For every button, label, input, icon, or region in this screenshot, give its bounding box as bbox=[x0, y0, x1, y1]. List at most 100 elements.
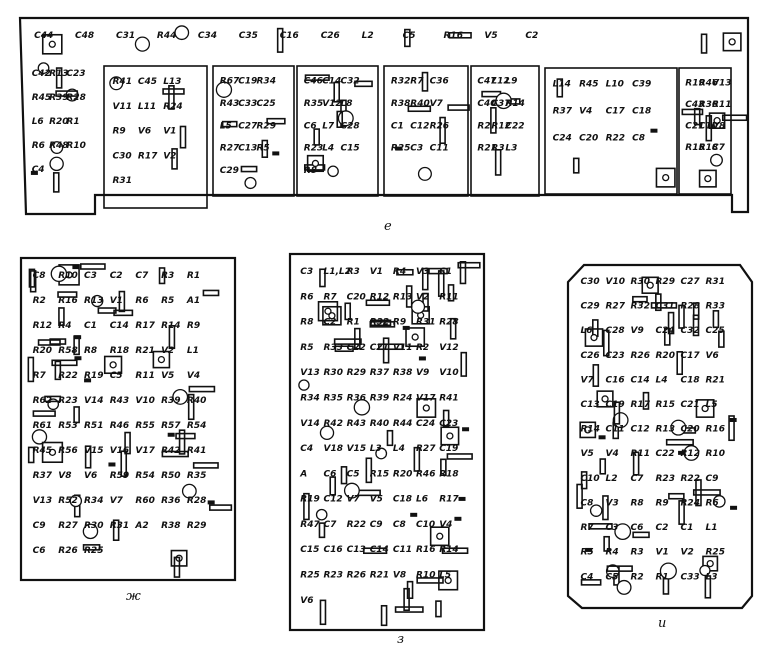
designator-label: C27 bbox=[681, 277, 701, 287]
component-coil bbox=[440, 426, 460, 446]
component-coil-pad bbox=[646, 281, 654, 289]
designator-label: C46 bbox=[304, 77, 323, 87]
component-coil-pad bbox=[584, 426, 592, 434]
designator-label: R23 bbox=[58, 396, 77, 406]
designator-label: C15 bbox=[341, 144, 360, 154]
designator-label: R12 bbox=[681, 449, 700, 459]
designator-label: R32 bbox=[370, 318, 389, 328]
designator-label: V3 bbox=[606, 499, 619, 509]
component-vertical bbox=[421, 267, 429, 291]
component-vertical bbox=[28, 268, 36, 288]
designator-label: R29 bbox=[347, 368, 366, 378]
component-vertical bbox=[712, 310, 720, 329]
designator-label: R21 bbox=[135, 346, 154, 356]
designator-label: V1 bbox=[110, 296, 123, 306]
designator-label: L2 bbox=[606, 474, 618, 484]
designator-label: R25 bbox=[84, 546, 103, 556]
designator-label: R9 bbox=[656, 499, 669, 509]
designator-label: R27 bbox=[416, 444, 436, 454]
designator-label: C11 bbox=[393, 545, 412, 555]
designator-label: C24 bbox=[553, 133, 572, 143]
designator-label: C36 bbox=[430, 77, 449, 87]
designator-label: V4 bbox=[606, 449, 619, 459]
designator-label: R14 bbox=[161, 321, 180, 331]
component-chip bbox=[410, 512, 418, 517]
component-vertical bbox=[382, 337, 390, 364]
component-coil bbox=[429, 526, 450, 547]
designator-label: C40 bbox=[477, 99, 496, 109]
designator-label: V8 bbox=[393, 571, 406, 581]
designator-label: R15 bbox=[370, 469, 389, 479]
component-chip bbox=[730, 505, 738, 510]
component-vertical bbox=[632, 451, 640, 476]
component-horizontal bbox=[580, 579, 602, 586]
designator-label: C34 bbox=[198, 31, 217, 41]
designator-label: R26 bbox=[347, 571, 366, 581]
designator-label: L4 bbox=[322, 144, 334, 154]
component-vertical bbox=[440, 458, 447, 477]
designator-label: R30 bbox=[631, 277, 650, 287]
designator-label: C31 bbox=[656, 302, 675, 312]
designator-label: V11 bbox=[393, 343, 413, 353]
designator-label: V7 bbox=[430, 99, 444, 109]
component-coil-pad bbox=[446, 432, 454, 440]
designator-label: V17 bbox=[416, 394, 436, 404]
designator-label: V10 bbox=[439, 368, 459, 378]
designator-label: R22 bbox=[681, 474, 700, 484]
designator-label: C20 bbox=[347, 292, 366, 302]
component-round bbox=[712, 495, 726, 508]
component-vertical bbox=[168, 325, 176, 350]
designator-label: R23 bbox=[304, 144, 323, 154]
component-vertical bbox=[55, 67, 63, 89]
designator-label: R17 bbox=[439, 495, 459, 505]
designator-label: R38 bbox=[393, 368, 412, 378]
designator-label: R19 bbox=[84, 371, 103, 381]
designator-label: C12 bbox=[410, 121, 429, 131]
component-vertical bbox=[84, 445, 92, 469]
designator-label: R10 bbox=[66, 141, 85, 151]
designator-label: C14 bbox=[110, 321, 129, 331]
designator-label: C3 bbox=[606, 523, 619, 533]
designator-label: C47 bbox=[477, 77, 497, 87]
board-zh-outline bbox=[19, 256, 237, 582]
component-horizontal bbox=[606, 565, 633, 572]
designator-label: R43 bbox=[347, 419, 366, 429]
designator-label: R39 bbox=[161, 396, 180, 406]
component-horizontal bbox=[333, 338, 362, 345]
designator-label: C10 bbox=[416, 520, 435, 530]
component-vertical bbox=[171, 148, 178, 170]
designator-label: V13 bbox=[33, 496, 53, 506]
designator-label: C22 bbox=[505, 121, 524, 131]
designator-label: R13 bbox=[84, 296, 103, 306]
designator-label: C23 bbox=[606, 351, 625, 361]
designator-label: R5 bbox=[257, 144, 270, 154]
component-horizontal bbox=[79, 263, 106, 270]
designator-label: R40 bbox=[370, 419, 389, 429]
designator-label: C4 bbox=[581, 572, 594, 582]
component-round bbox=[37, 62, 50, 75]
designator-label: R44 bbox=[393, 419, 412, 429]
component-chip bbox=[167, 432, 175, 437]
designator-label: C14 bbox=[631, 375, 650, 385]
designator-label: R9 bbox=[187, 321, 200, 331]
designator-label: R44 bbox=[157, 31, 176, 41]
designator-label: C5 bbox=[606, 572, 619, 582]
designator-label: C43 bbox=[685, 100, 704, 110]
designator-label: V6 bbox=[300, 596, 313, 606]
component-coil-pad bbox=[704, 174, 712, 183]
designator-label: R7 bbox=[410, 77, 424, 87]
designator-label: C7 bbox=[324, 520, 338, 530]
designator-label: V12 bbox=[322, 99, 342, 109]
component-vertical bbox=[602, 329, 610, 357]
designator-label: R5 bbox=[581, 548, 594, 558]
component-vertical bbox=[700, 33, 708, 54]
designator-label: R29 bbox=[257, 121, 276, 131]
component-round bbox=[181, 483, 197, 499]
designator-label: R37 bbox=[370, 368, 390, 378]
designator-label: C21 bbox=[685, 122, 704, 132]
designator-label: C6 bbox=[304, 121, 317, 131]
component-horizontal bbox=[448, 31, 472, 39]
component-coil-pad bbox=[328, 312, 336, 320]
component-vertical bbox=[168, 85, 175, 110]
